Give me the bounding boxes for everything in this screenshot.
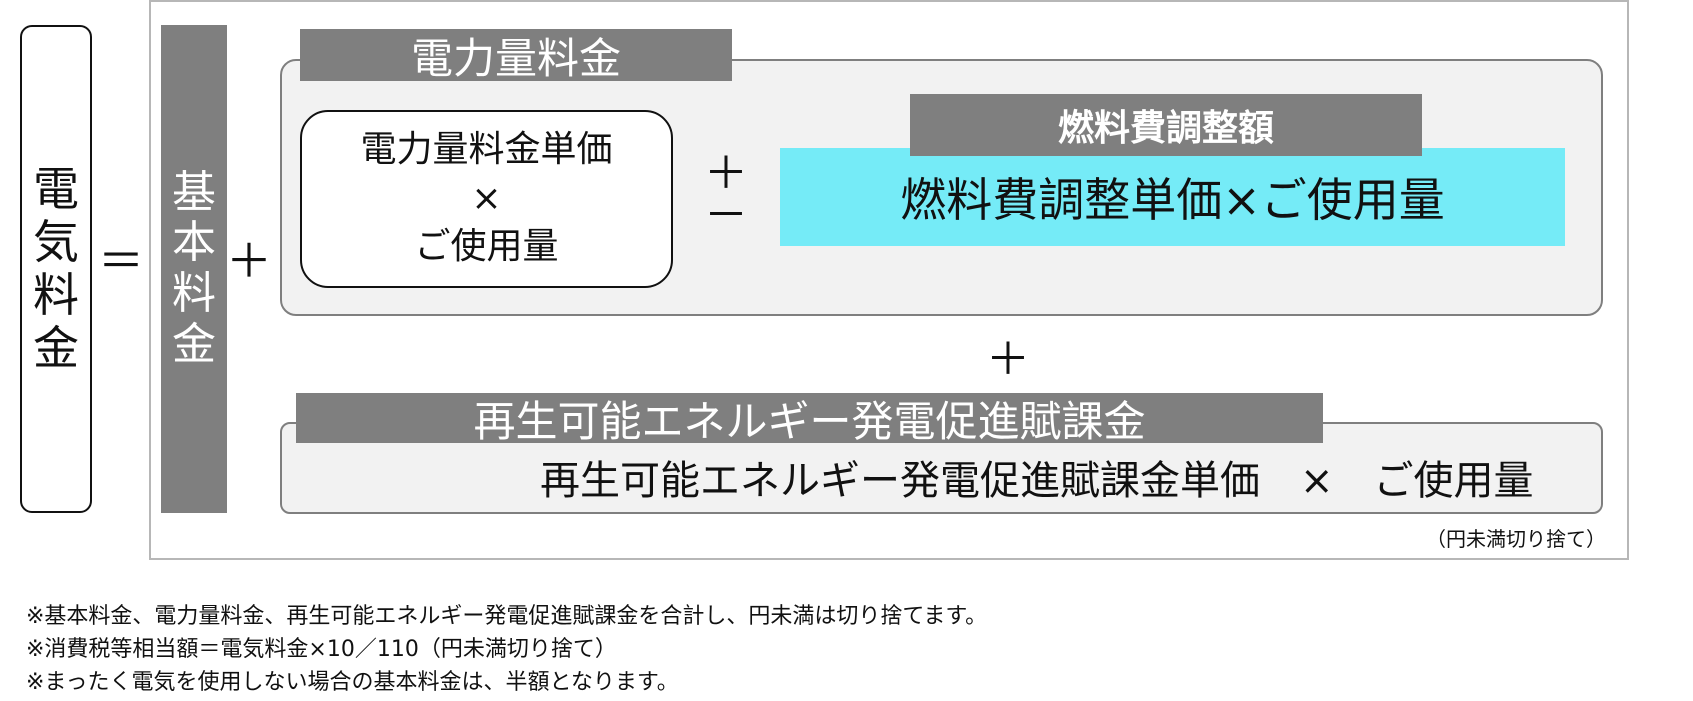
electricity-charge-box: 電 気 料 金 [20,25,92,513]
plus-part: ＋ [704,148,748,200]
footnote: ※消費税等相当額＝電気料金×10／110（円未満切り捨て） [26,637,617,662]
basic-charge-char: 金 [172,318,216,370]
plus-minus-sign: ＋ － [700,148,752,241]
energy-charge-header: 電力量料金 [300,29,732,83]
footnotes: ※基本料金、電力量料金、再生可能エネルギー発電促進賦課金を合計し、円未満は切り捨… [26,600,1426,699]
energy-unit-line: 電力量料金単価 [360,129,613,171]
footnote: ※まったく電気を使用しない場合の基本料金は、半額となります。 [26,670,679,695]
footnote: ※基本料金、電力量料金、再生可能エネルギー発電促進賦課金を合計し、円未満は切り捨… [26,604,988,629]
rounding-note: （円未満切り捨て） [1426,526,1606,551]
energy-unit-box: 電力量料金単価 × ご使用量 [300,110,673,288]
basic-charge-bar: 基 本 料 金 [161,25,227,513]
basic-charge-char: 料 [172,268,216,319]
usage-line: ご使用量 [414,226,559,268]
multiply-sign: × [471,177,502,219]
equals-sign: ＝ [98,234,144,288]
electricity-charge-char: 料 [33,268,79,322]
basic-charge-char: 基 [172,166,216,218]
electricity-charge-char: 気 [33,215,79,270]
plus-sign: ＋ [226,234,272,288]
basic-charge-char: 本 [172,217,216,269]
fuel-adjustment-header: 燃料費調整額 [910,94,1422,156]
renewable-surcharge-header: 再生可能エネルギー発電促進賦課金 [296,393,1323,446]
minus-part: － [704,190,748,241]
electricity-charge-char: 金 [33,320,79,375]
fuel-adjustment-formula: 燃料費調整単価×ご使用量 [780,148,1565,246]
renewable-surcharge-formula: 再生可能エネルギー発電促進賦課金単価 × ご使用量 [540,458,1534,504]
electricity-charge-char: 電 [33,162,79,217]
plus-sign-between: ＋ [986,334,1030,385]
